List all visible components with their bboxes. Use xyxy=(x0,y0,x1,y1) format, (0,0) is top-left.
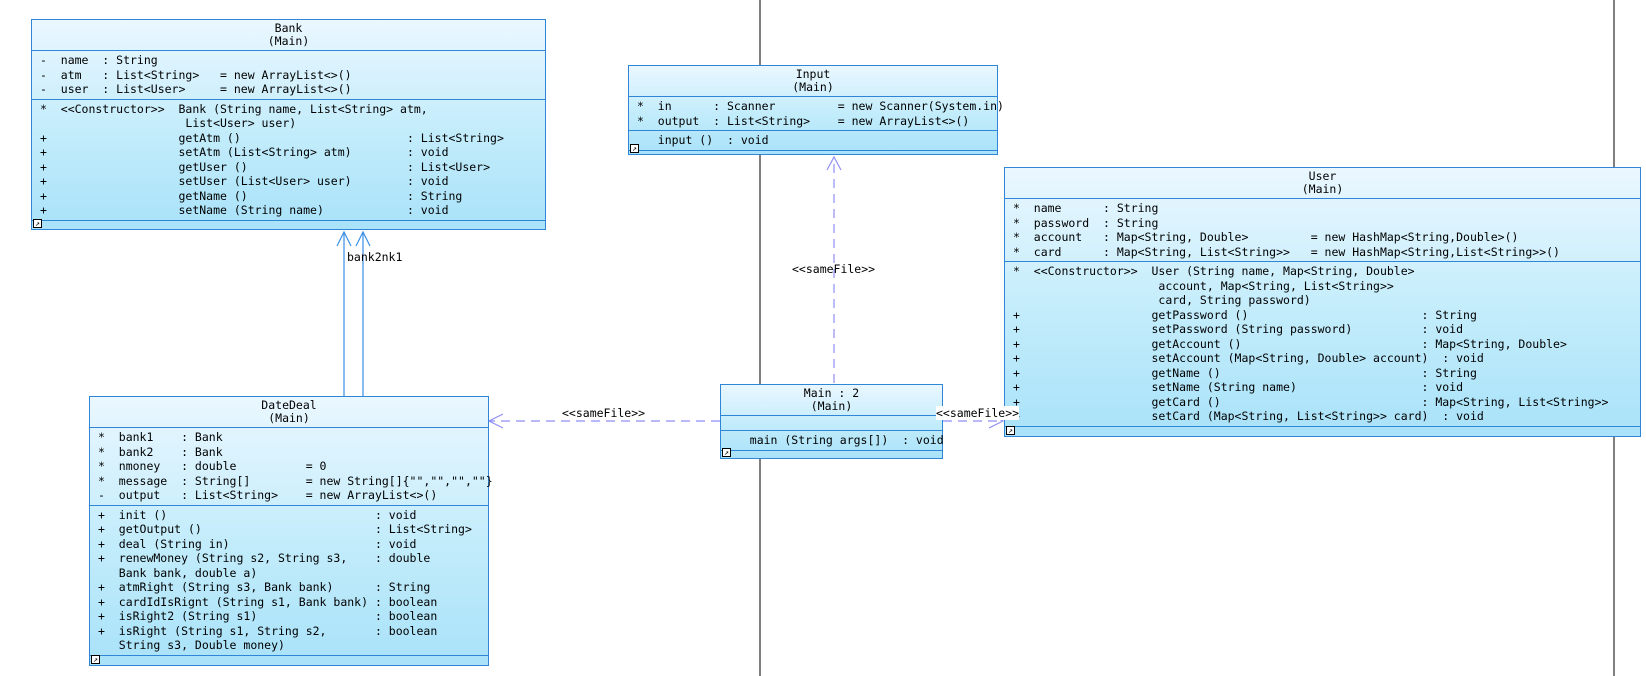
samefile-label-input: <<sameFile>> xyxy=(792,262,876,276)
operation-row: + isRight (String s1, String s2, : boole… xyxy=(98,623,438,638)
attribute-row: * bank1 : Bank xyxy=(98,430,223,444)
samefile-label-user: <<sameFile>> xyxy=(936,406,1020,420)
operations-section: main (String args[]) : void xyxy=(721,431,944,451)
class-package: (Main) xyxy=(1301,182,1344,196)
class-package: (Main) xyxy=(792,80,834,94)
class-header: Input (Main) xyxy=(629,66,997,97)
class-package: (Main) xyxy=(267,34,310,48)
operation-row: + getPassword () : String xyxy=(1013,307,1477,322)
operation-row: + setPassword (String password) : void xyxy=(1013,322,1464,336)
link-icon[interactable]: ↗ xyxy=(33,219,42,228)
operation-row: card, String password) xyxy=(1013,293,1311,307)
association-bank2 xyxy=(355,230,371,396)
attribute-row: - name : String xyxy=(40,53,158,67)
operation-row: + setAtm (List<String> atm) : void xyxy=(40,145,449,159)
operation-row: + getName () : String xyxy=(40,188,463,203)
operation-row: String s3, Double money) xyxy=(98,638,285,652)
operations-section: * <<Constructor>> Bank (String name, Lis… xyxy=(32,100,545,221)
class-bank[interactable]: Bank (Main) - name : String- atm : List<… xyxy=(31,19,546,230)
class-name: Input xyxy=(795,67,831,81)
attributes-section xyxy=(721,416,942,431)
class-main[interactable]: Main : 2 (Main) main (String args[]) : v… xyxy=(720,384,944,459)
operation-row: + renewMoney (String s2, String s3, : do… xyxy=(98,551,431,565)
class-input[interactable]: Input (Main) * in : Scanner = new Scanne… xyxy=(628,65,1004,155)
class-name: DateDeal xyxy=(261,398,317,412)
operation-row: + setCard (Map<String, List<String>> car… xyxy=(1013,409,1484,423)
samefile-label-datedeal: <<sameFile>> xyxy=(562,406,646,420)
operation-row: + isRight2 (String s1) : boolean xyxy=(98,609,438,623)
attribute-row: * card : Map<String, List<String>> = new… xyxy=(1013,244,1560,259)
operation-row: + init () : void xyxy=(98,507,417,522)
attribute-row: * nmoney : double = 0 xyxy=(98,459,327,473)
operation-row: account, Map<String, List<String>> xyxy=(1013,278,1394,293)
attribute-row: * account : Map<String, Double> = new Ha… xyxy=(1013,230,1519,244)
class-header: User (Main) xyxy=(1005,168,1640,199)
attribute-row: - user : List<User> = new ArrayList<>() xyxy=(40,82,352,96)
operations-section: input () : void xyxy=(629,131,997,151)
attributes-section: * in : Scanner = new Scanner(System.in)*… xyxy=(629,97,1004,131)
operation-row: + setAccount (Map<String, Double> accoun… xyxy=(1013,351,1484,365)
operation-row: + setName (String name) : void xyxy=(40,203,449,217)
attribute-row: * message : String[] = new String[]{"","… xyxy=(98,473,493,488)
link-icon[interactable]: ↗ xyxy=(722,448,731,457)
class-header: DateDeal (Main) xyxy=(90,397,488,428)
class-user[interactable]: User (Main) * name : String* password : … xyxy=(1004,167,1641,437)
operations-section: * <<Constructor>> User (String name, Map… xyxy=(1005,262,1640,427)
attribute-row: * name : String xyxy=(1013,201,1159,215)
operation-row: + setName (String name) : void xyxy=(1013,380,1464,394)
association-bank1 xyxy=(336,230,352,396)
operations-section: + init () : void+ getOutput () : List<St… xyxy=(90,506,488,656)
attributes-section: * bank1 : Bank* bank2 : Bank* nmoney : d… xyxy=(90,428,493,506)
attribute-row: - output : List<String> = new ArrayList<… xyxy=(98,488,438,502)
operation-row: * <<Constructor>> User (String name, Map… xyxy=(1013,264,1415,278)
operation-row: + cardIdIsRignt (String s1, Bank bank) :… xyxy=(98,594,438,609)
operation-row: + getName () : String xyxy=(1013,365,1477,380)
operation-row: + atmRight (String s3, Bank bank) : Stri… xyxy=(98,580,431,594)
class-package: (Main) xyxy=(268,411,310,425)
operation-row: + getAtm () : List<String> xyxy=(40,130,504,145)
association-label: bank2nk1 xyxy=(347,250,403,264)
operation-row: + deal (String in) : void xyxy=(98,536,417,551)
attribute-row: * bank2 : Bank xyxy=(98,444,223,459)
operation-row: main (String args[]) : void xyxy=(729,433,944,447)
class-datedeal[interactable]: DateDeal (Main) * bank1 : Bank* bank2 : … xyxy=(89,396,493,666)
dependency-main-datedeal xyxy=(487,413,720,429)
attribute-row: * output : List<String> = new ArrayList<… xyxy=(637,113,970,128)
operation-row: + setUser (List<User> user) : void xyxy=(40,174,449,188)
operation-row: * <<Constructor>> Bank (String name, Lis… xyxy=(40,101,428,116)
dependency-main-input xyxy=(826,155,842,383)
attributes-section: - name : String- atm : List<String> = ne… xyxy=(32,51,545,100)
attribute-row: * password : String xyxy=(1013,215,1159,230)
link-icon[interactable]: ↗ xyxy=(1006,426,1015,435)
attribute-row: - atm : List<String> = new ArrayList<>() xyxy=(40,67,352,82)
operation-row: + getOutput () : List<String> xyxy=(98,522,472,536)
class-header: Main : 2 (Main) xyxy=(721,385,942,416)
operation-row: input () : void xyxy=(637,133,769,147)
attributes-section: * name : String* password : String* acco… xyxy=(1005,199,1640,262)
operation-row: List<User> user) xyxy=(40,116,297,130)
operation-row: + getUser () : List<User> xyxy=(40,159,491,174)
link-icon[interactable]: ↗ xyxy=(630,144,639,153)
class-package: (Main) xyxy=(810,399,853,413)
operation-row: Bank bank, double a) xyxy=(98,565,258,580)
class-name: User xyxy=(1308,169,1337,183)
link-icon[interactable]: ↗ xyxy=(91,655,100,664)
operation-row: + getAccount () : Map<String, Double> xyxy=(1013,336,1567,351)
class-name: Main : 2 xyxy=(803,386,860,400)
operation-row: + getCard () : Map<String, List<String>> xyxy=(1013,394,1609,409)
class-header: Bank (Main) xyxy=(32,20,545,51)
attribute-row: * in : Scanner = new Scanner(System.in) xyxy=(637,99,1004,113)
class-name: Bank xyxy=(274,21,303,35)
